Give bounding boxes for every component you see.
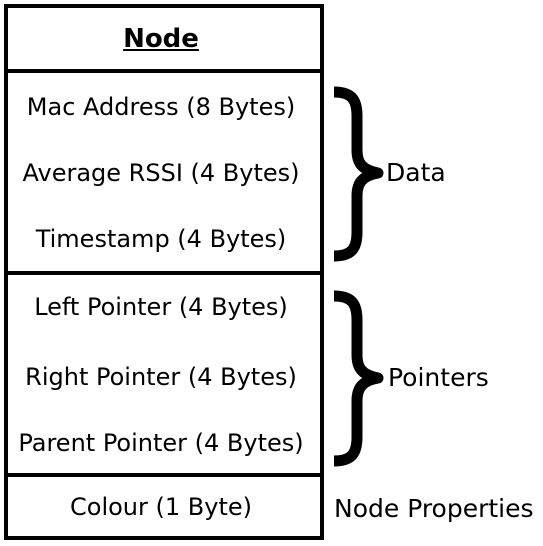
pointers-brace bbox=[333, 290, 384, 467]
data-brace bbox=[333, 86, 384, 262]
field-mac-address: Mac Address (8 Bytes) bbox=[26, 93, 296, 121]
label-pointers: Pointers bbox=[388, 363, 489, 392]
field-left-pointer: Left Pointer (4 Bytes) bbox=[34, 293, 288, 321]
field-parent-pointer: Parent Pointer (4 Bytes) bbox=[18, 429, 304, 457]
field-average-rssi: Average RSSI (4 Bytes) bbox=[22, 159, 300, 187]
field-timestamp: Timestamp (4 Bytes) bbox=[35, 225, 287, 253]
label-data: Data bbox=[386, 158, 446, 187]
field-colour: Colour (1 Byte) bbox=[70, 493, 252, 521]
field-right-pointer: Right Pointer (4 Bytes) bbox=[25, 363, 297, 391]
label-node-properties: Node Properties bbox=[334, 494, 534, 523]
node-title: Node bbox=[123, 24, 199, 54]
